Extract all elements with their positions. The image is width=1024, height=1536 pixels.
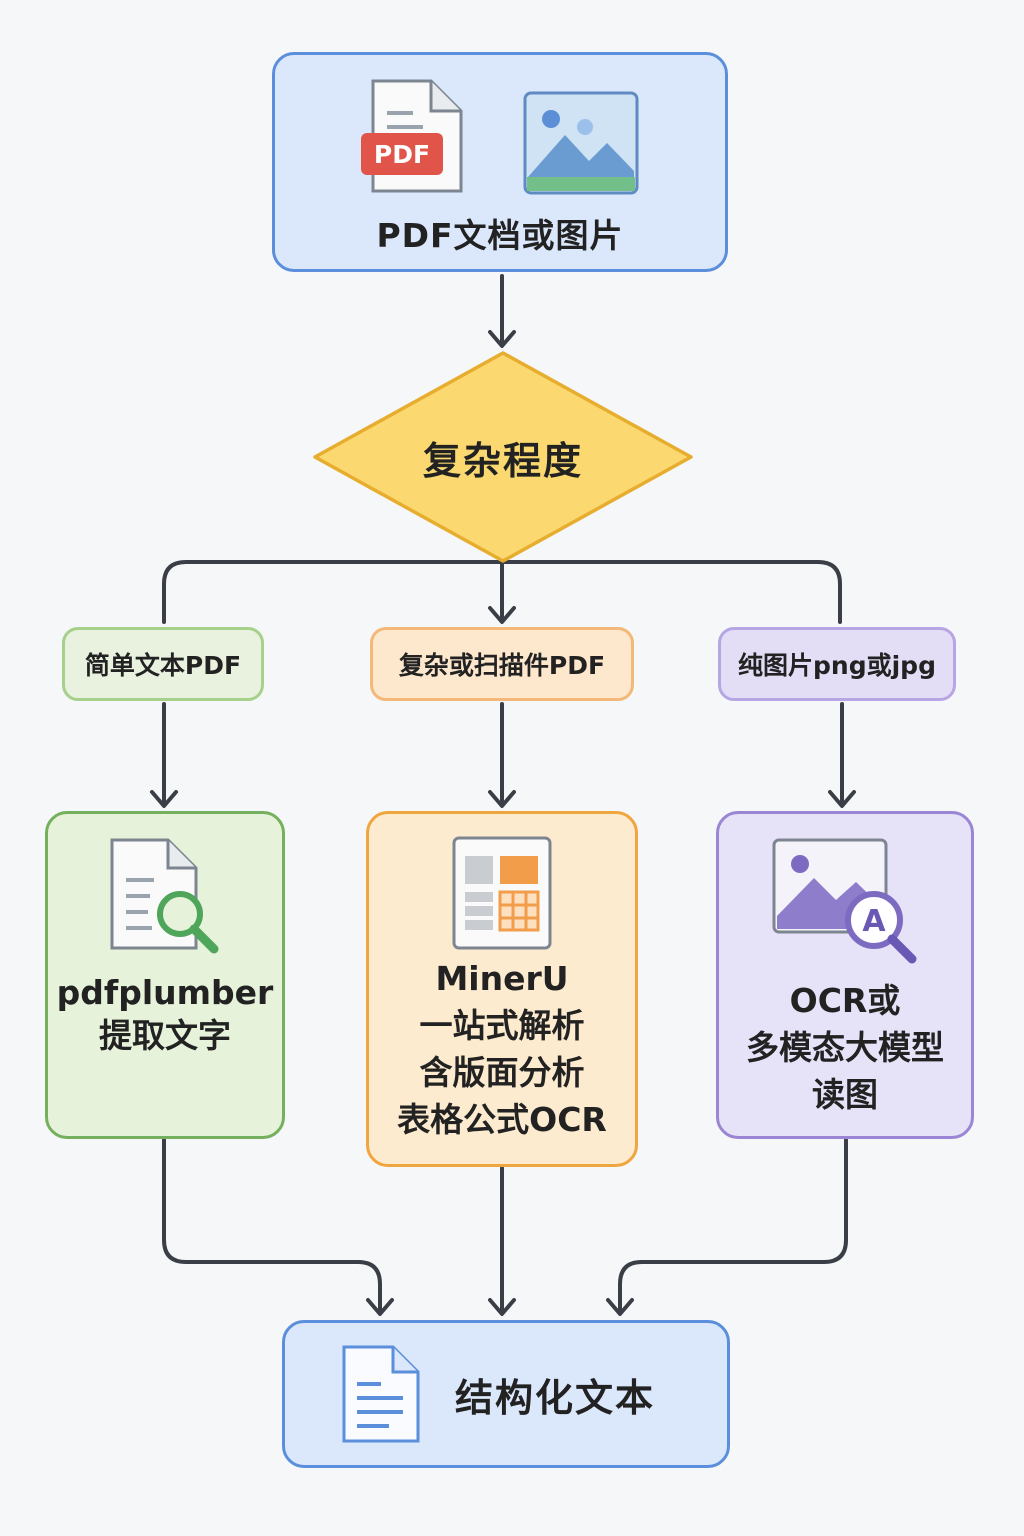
method-pdfplumber-box: pdfplumber 提取文字 xyxy=(45,811,285,1139)
condition-simple-pdf: 简单文本PDF xyxy=(62,627,264,701)
decision-diamond xyxy=(313,351,693,563)
method-line: 一站式解析 xyxy=(419,1005,585,1045)
method-pdfplumber-label: pdfplumber 提取文字 xyxy=(57,972,274,1058)
pdf-file-icon: PDF xyxy=(361,79,463,193)
method-line: MinerU xyxy=(435,959,569,998)
method-line: 多模态大模型 xyxy=(746,1027,944,1067)
method-mineru-box: MinerU 一站式解析 含版面分析 表格公式OCR xyxy=(366,811,638,1167)
condition-pure-image: 纯图片png或jpg xyxy=(718,627,956,701)
ocr-badge-text: A xyxy=(862,904,886,939)
method-line: 含版面分析 xyxy=(419,1052,585,1092)
method-ocr-box: A OCR或 多模态大模型 读图 xyxy=(716,811,974,1139)
layout-table-icon xyxy=(452,836,552,950)
text-document-icon xyxy=(342,1345,420,1443)
method-line: 提取文字 xyxy=(98,1015,231,1055)
branch-line-right xyxy=(500,560,842,624)
arrow-method-left-to-output xyxy=(162,1138,382,1314)
output-box: 结构化文本 xyxy=(282,1320,730,1468)
decision-label: 复杂程度 xyxy=(422,439,583,483)
branch-line-left xyxy=(162,560,504,624)
method-mineru-label: MinerU 一站式解析 含版面分析 表格公式OCR xyxy=(397,956,607,1143)
pdf-badge-text: PDF xyxy=(374,140,430,169)
method-line: pdfplumber xyxy=(56,973,274,1012)
arrow-method-right-to-output xyxy=(618,1138,848,1314)
method-line: OCR或 xyxy=(789,981,901,1020)
method-ocr-label: OCR或 多模态大模型 读图 xyxy=(746,978,944,1119)
image-ocr-icon: A xyxy=(772,838,917,964)
document-search-icon xyxy=(110,838,219,954)
method-line: 表格公式OCR xyxy=(397,1099,607,1139)
output-label: 结构化文本 xyxy=(455,1375,656,1420)
condition-complex-pdf: 复杂或扫描件PDF xyxy=(370,627,634,701)
source-title: PDF文档或图片 xyxy=(376,216,624,255)
source-box: PDF PDF文档或图片 xyxy=(272,52,728,272)
method-line: 读图 xyxy=(812,1074,878,1114)
image-icon xyxy=(523,91,639,195)
